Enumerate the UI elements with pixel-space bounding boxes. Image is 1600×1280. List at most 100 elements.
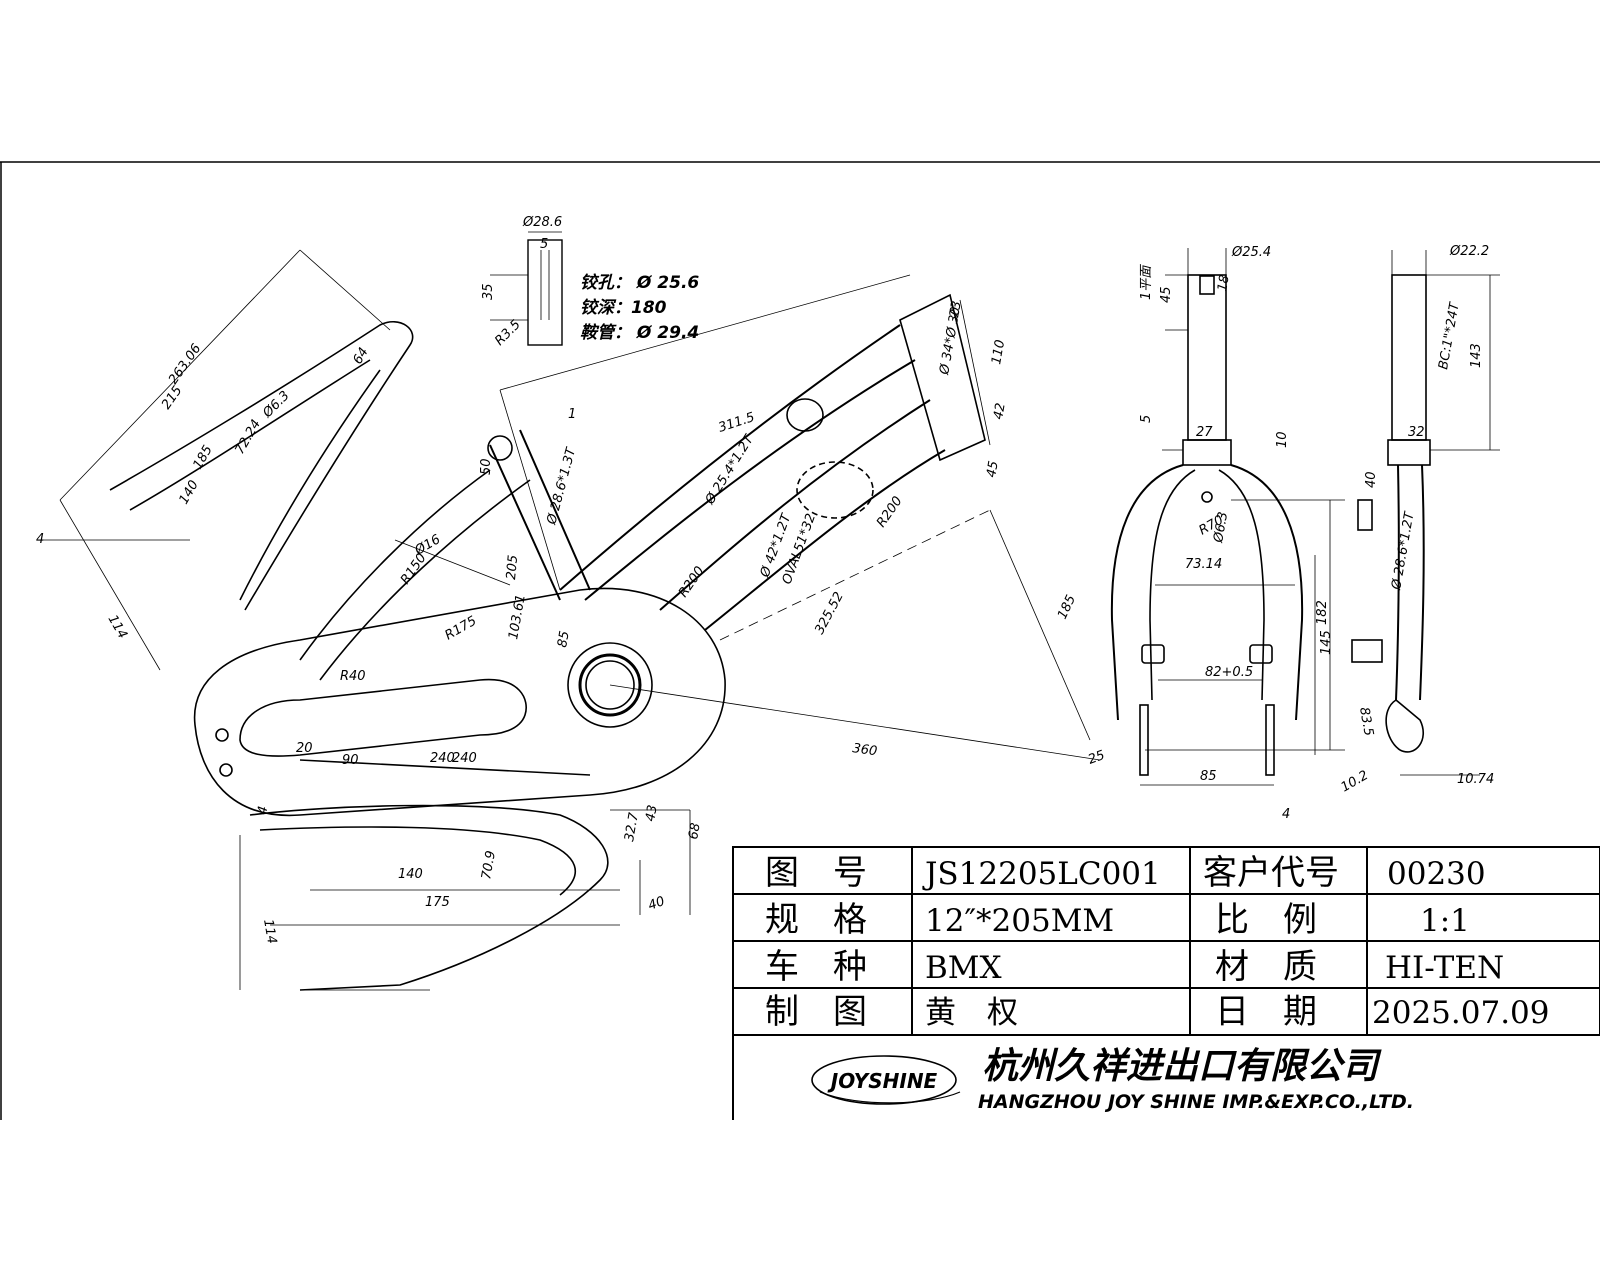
dimension-label: 143 [1469,343,1484,368]
logo-ellipse [811,1055,957,1105]
dimension-label: 32.7 [622,811,642,843]
dimension-label: 85 [1200,769,1217,784]
dimension-label: Ø25.4 [1231,245,1271,260]
value-date: 2025.07.09 [1372,995,1550,1031]
hole-note-line1: 铰孔： Ø 25.6 [580,273,699,293]
dimension-label: 40 [1364,471,1379,488]
dimension-label: 45 [984,460,1002,479]
value-drafter: 黄 权 [925,995,1018,1031]
fork-right-leg-inner [1218,469,1265,701]
value-drawing-no: JS12205LC001 [922,856,1161,892]
label-bike-type: 车 种 [765,947,867,987]
dimension-label: 43 [643,804,661,823]
gusset-plate [796,461,874,519]
dimension-label: 64 [350,345,371,367]
dimension-label: 90 [342,753,359,768]
dim-line [959,299,991,446]
value-spec: 12″*205MM [925,903,1114,939]
dimension-label: 205 [504,554,521,580]
dimension-label: 140 [176,478,201,507]
dimension-label: Ø 28.6*1.2T [1389,510,1418,592]
dimension-label: 175 [425,895,450,910]
dimension-label: R200 [676,564,708,600]
dimension-label: 185 [190,443,215,472]
dimension-label: R40 [340,669,366,684]
frame-dimension-lines [40,249,1101,991]
dimension-label: 32 [1408,425,1425,440]
bracket [1357,499,1373,531]
fork-blade-side-2 [1419,464,1425,701]
top-tube-lower [584,359,916,601]
dimension-label: 182 [1315,600,1330,625]
dimension-label: 5 [540,237,548,252]
company-name-cn: 杭州久祥进出口有限公司 [982,1046,1382,1087]
dimension-label: 140 [398,867,423,882]
dim-line [499,389,561,591]
head-tube [899,293,986,462]
dimension-label: 68 [686,822,704,841]
dimension-label: 1平面 [1139,264,1154,300]
frame-side-view [109,293,986,991]
fork-front-view [1110,248,1345,786]
dimension-label: 70.9 [479,850,499,881]
dimension-label: Ø 34*Ø 30 [937,306,964,377]
rear-stay-detail-inner-2 [239,369,381,601]
dim-line [59,249,301,501]
dimension-label: 185 [1055,593,1079,622]
top-tube-upper [559,324,901,591]
value-customer-code: 00230 [1387,856,1486,892]
dim-line [499,274,911,391]
seat-tube-right [519,429,591,591]
dimension-label: 23 [947,300,965,319]
fork-crown [1182,439,1232,466]
seat-tube-left [489,444,561,601]
dimension-label: 18 [1215,274,1233,293]
dim-line [59,499,161,671]
hole-note-line2: 铰深：180 [580,298,667,318]
dimension-label: 85 [555,630,573,649]
title-block-frame [732,846,1600,1120]
dimension-label: 114 [260,918,279,945]
brake-mount-side [1351,639,1383,663]
dimension-label: 1 [568,407,576,422]
dimension-label: 103.61 [506,593,529,640]
hole-note: 铰孔： Ø 25.6 铰深：180 鞍管： Ø 29.4 [580,273,699,343]
fork-side-view [1351,250,1500,776]
label-drawing-no: 图 号 [765,853,867,893]
label-spec: 规 格 [765,900,867,940]
value-material: HI-TEN [1385,950,1504,986]
dimension-label: 215 [159,383,186,412]
dimension-label: 145 [1319,630,1334,655]
brake-hole [1201,491,1213,503]
crown-side [1387,439,1431,466]
dimension-label: 10 [1275,431,1290,448]
seat-stay [299,469,491,661]
company-name-en: HANGZHOU JOY SHINE IMP.&EXP.CO.,LTD. [978,1091,1414,1113]
dimension-label: 114 [105,613,130,642]
down-tube-lower [704,449,946,631]
fork-dropout-side [1385,699,1425,753]
dimension-label: 25 [1086,748,1107,768]
dimension-label: R175 [443,614,480,644]
dimension-label: 4 [36,532,44,547]
dimension-label: 72.24 [232,417,264,457]
dimension-label: 35 [481,283,496,300]
dimension-label: 50 [479,458,494,475]
seat-tube-section [527,239,563,346]
chain-stay [299,759,591,776]
steerer-top [1199,275,1215,295]
bottom-bracket [578,653,642,717]
hole-note-line3: 鞍管： Ø 29.4 [580,323,699,343]
label-customer-code: 客户代号 [1203,853,1339,893]
dimension-label: 240 [452,751,477,766]
dimension-label: Ø22.2 [1449,244,1489,259]
dimension-label: Ø 28.6*1.3T [544,445,579,527]
chainstay-detail [249,804,609,991]
dropout-hole-2 [219,763,233,777]
dimension-label: 73.14 [1185,557,1222,572]
seat-stay-inner [319,479,531,681]
seat-tube-detail [490,231,563,346]
dimension-label: 10.2 [1339,768,1372,795]
